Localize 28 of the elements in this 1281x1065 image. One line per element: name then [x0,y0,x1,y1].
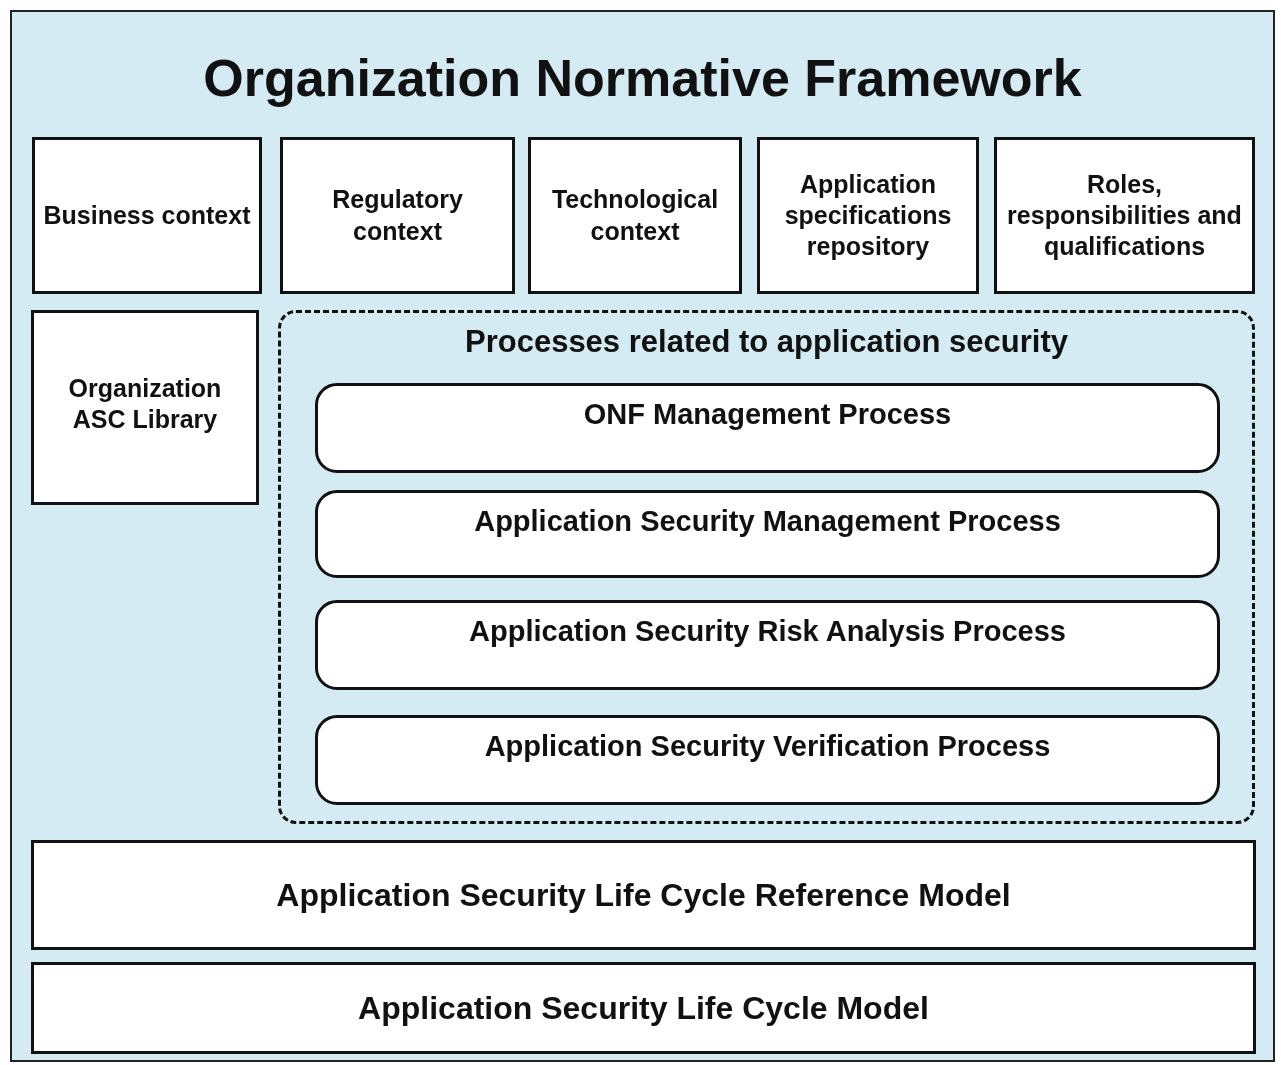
context-box [994,137,1255,294]
context-box [757,137,979,294]
model-label: Application Security Life Cycle Reference Model [276,876,1011,915]
process-group [278,310,1255,824]
process-label: Application Security Management Process [474,504,1061,539]
process-box [315,715,1220,805]
box-label: Organization ASC Library [67,373,223,436]
context-box [528,137,742,294]
box-label: Roles, responsibilities and qualifications [1006,168,1243,263]
context-box [32,137,262,294]
title: Organization Normative Framework [203,48,1082,109]
box-label: Technological context [550,184,720,247]
group-heading: Processes related to application security [465,323,1068,361]
model-bar [31,962,1256,1054]
box-label: Application specifications repository [783,168,953,263]
process-box [315,490,1220,578]
model-bar [31,840,1256,950]
process-label: Application Security Risk Analysis Process [469,614,1066,649]
box-label: Business context [43,199,251,231]
process-label: ONF Management Process [583,397,952,432]
library-box [31,310,259,505]
process-box [315,383,1220,473]
box-label: Regulatory context [331,184,464,247]
process-box [315,600,1220,690]
process-label: Application Security Verification Process [484,729,1051,764]
framework-panel [10,10,1275,1062]
model-label: Application Security Life Cycle Model [358,989,929,1028]
context-box [280,137,515,294]
